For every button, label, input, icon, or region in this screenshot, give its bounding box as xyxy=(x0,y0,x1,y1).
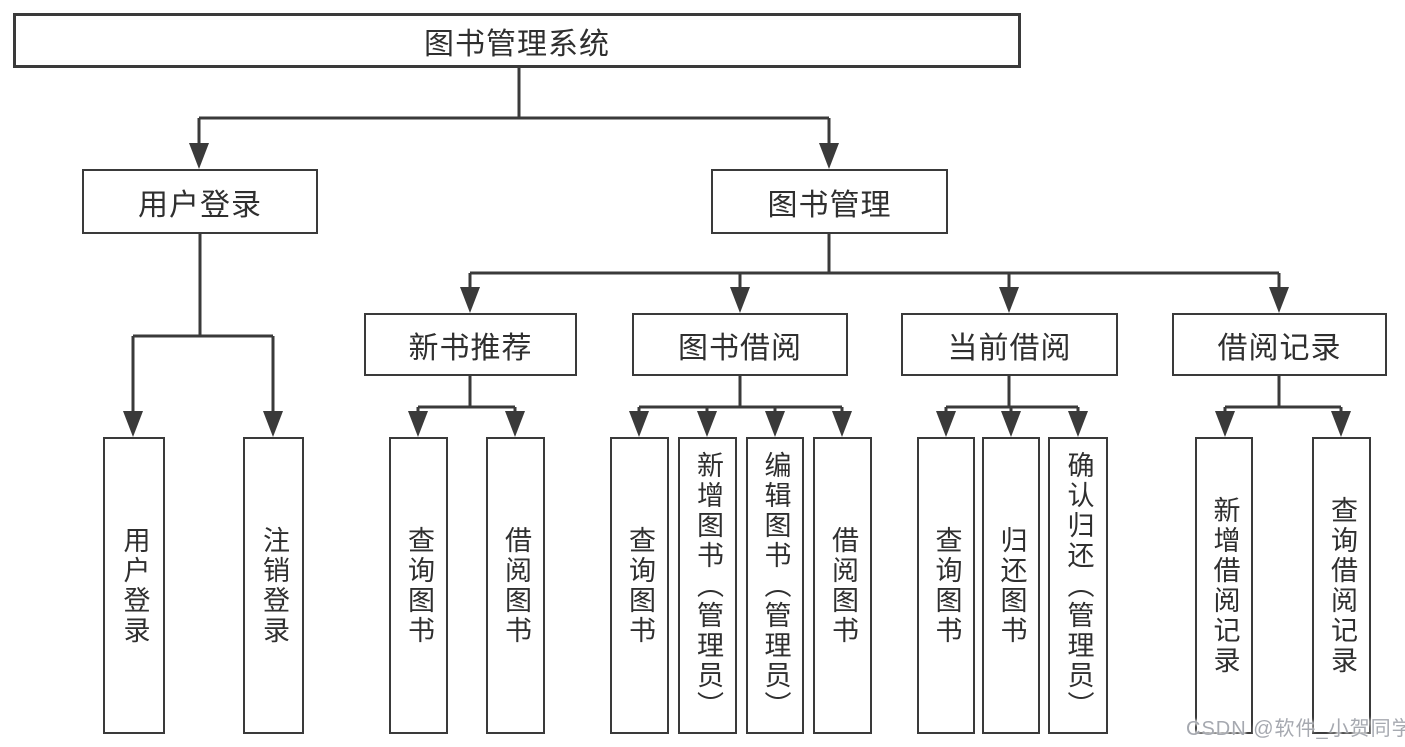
leaf-borrowing-query-books: 查询图书 xyxy=(610,437,669,734)
node-book-borrowing: 图书借阅 xyxy=(632,313,848,376)
connector-new-book-to-leaves xyxy=(416,376,517,425)
leaf-edit-book-admin: 编辑图书（管理员） xyxy=(746,437,804,734)
leaf-query-borrow-record-label: 查询借阅记录 xyxy=(1327,495,1357,676)
connector-records-to-leaves xyxy=(1223,376,1343,425)
node-user-login-label: 用户登录 xyxy=(138,188,262,222)
leaf-recommend-query-books: 查询图书 xyxy=(389,437,448,734)
node-root-label: 图书管理系统 xyxy=(424,27,610,61)
leaf-logout-label: 注销登录 xyxy=(259,525,289,646)
leaf-current-query-books-label: 查询图书 xyxy=(931,525,962,646)
node-current-borrowing: 当前借阅 xyxy=(901,313,1118,376)
leaf-recommend-borrow-books: 借阅图书 xyxy=(486,437,545,734)
node-current-borrowing-label: 当前借阅 xyxy=(947,331,1072,365)
node-book-borrowing-label: 图书借阅 xyxy=(678,331,802,365)
node-new-book-recommend: 新书推荐 xyxy=(364,313,577,376)
leaf-add-book-admin-label: 新增图书（管理员） xyxy=(693,450,723,721)
leaf-confirm-return-admin: 确认归还（管理员） xyxy=(1048,437,1108,734)
connector-root-to-level1 xyxy=(197,68,831,150)
node-book-management-label: 图书管理 xyxy=(767,188,892,222)
leaf-borrowing-borrow-books: 借阅图书 xyxy=(813,437,872,734)
leaf-add-book-admin: 新增图书（管理员） xyxy=(678,437,737,734)
leaf-user-login: 用户登录 xyxy=(103,437,165,734)
leaf-recommend-query-books-label: 查询图书 xyxy=(404,525,434,646)
leaf-logout: 注销登录 xyxy=(243,437,304,734)
leaf-user-login-label: 用户登录 xyxy=(119,525,150,646)
leaf-query-borrow-record: 查询借阅记录 xyxy=(1312,437,1371,734)
leaf-add-borrow-record-label: 新增借阅记录 xyxy=(1209,495,1240,676)
leaf-return-books: 归还图书 xyxy=(982,437,1040,734)
watermark: CSDN @软件_小贺同学 xyxy=(1186,718,1405,740)
connector-user-login-to-leaves xyxy=(131,234,275,425)
connector-book-management-to-level2 xyxy=(468,234,1281,295)
node-book-management: 图书管理 xyxy=(711,169,948,234)
leaf-edit-book-admin-label: 编辑图书（管理员） xyxy=(760,450,791,721)
node-new-book-recommend-label: 新书推荐 xyxy=(408,331,533,365)
leaf-return-books-label: 归还图书 xyxy=(996,525,1027,646)
node-user-login: 用户登录 xyxy=(82,169,318,234)
leaf-add-borrow-record: 新增借阅记录 xyxy=(1195,437,1253,734)
node-borrowing-records: 借阅记录 xyxy=(1172,313,1387,376)
leaf-borrowing-borrow-books-label: 借阅图书 xyxy=(828,525,858,646)
leaf-borrowing-query-books-label: 查询图书 xyxy=(625,525,655,646)
leaf-current-query-books: 查询图书 xyxy=(917,437,975,734)
leaf-recommend-borrow-books-label: 借阅图书 xyxy=(501,525,531,646)
node-root: 图书管理系统 xyxy=(13,13,1021,68)
arrowheads xyxy=(123,143,1351,437)
connector-book-borrow-to-leaves xyxy=(637,376,844,425)
node-borrowing-records-label: 借阅记录 xyxy=(1217,331,1342,365)
leaf-confirm-return-admin-label: 确认归还（管理员） xyxy=(1063,450,1094,721)
